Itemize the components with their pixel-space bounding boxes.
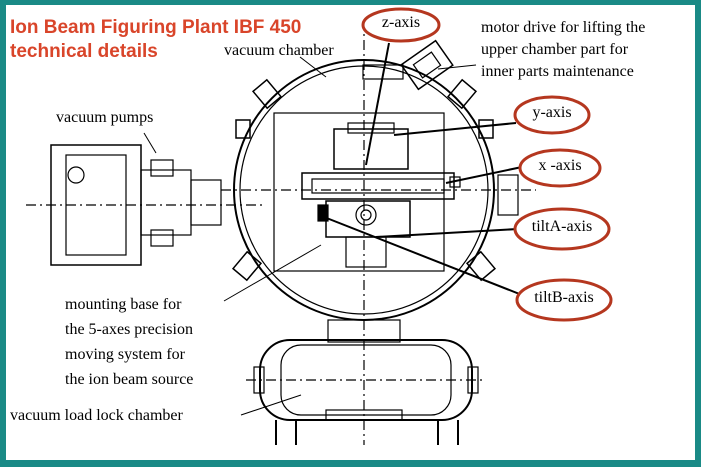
stage-y <box>333 128 409 170</box>
tiltA-axis-ellipse <box>513 207 611 251</box>
label-motor-line-2: upper chamber part for <box>481 41 629 58</box>
title-line-1: Ion Beam Figuring Plant IBF 450 <box>10 17 302 38</box>
right-port <box>497 174 519 216</box>
mounting-base-plate <box>273 112 445 272</box>
tiltB-axis-leader <box>323 216 523 296</box>
title-line-2: technical details <box>10 41 158 62</box>
ion-source <box>355 204 377 226</box>
label-mount-line-1: mounting base for <box>65 296 182 313</box>
x-axis-leader <box>445 166 523 184</box>
label-mount-line-3: moving system for <box>65 346 185 363</box>
axis-label-tiltA: tiltA-axis <box>531 218 593 235</box>
label-load-lock: vacuum load lock chamber <box>10 407 183 424</box>
axis-label-y: y-axis <box>532 104 572 121</box>
pump-flange <box>190 179 222 226</box>
motor-drive-box <box>400 39 454 91</box>
flange-bolts <box>231 78 497 282</box>
axis-label-z: z-axis <box>381 14 421 31</box>
tiltB-axis-ellipse <box>515 278 613 322</box>
callout-leaders <box>323 42 523 296</box>
stage-x <box>301 172 455 200</box>
z-axis-ellipse <box>361 7 441 43</box>
label-motor-line-1: motor drive for lifting the <box>481 19 646 36</box>
axis-label-x: x -axis <box>538 157 582 174</box>
label-mount-line-4: the ion beam source <box>65 371 194 388</box>
y-axis-leader <box>393 122 517 136</box>
axis-label-tiltB: tiltB-axis <box>534 289 594 306</box>
label-vacuum-pumps: vacuum pumps <box>56 109 154 126</box>
y-axis-ellipse <box>513 95 591 135</box>
tiltA-axis-leader <box>375 228 519 238</box>
pump-valve <box>140 169 192 236</box>
plant-drawing <box>26 7 613 445</box>
label-mount-line-2: the 5-axes precision <box>65 321 193 338</box>
chamber-neck <box>327 319 401 343</box>
label-vacuum-chamber: vacuum chamber <box>224 42 334 59</box>
z-axis-leader <box>365 42 390 166</box>
label-leaders <box>143 56 477 416</box>
x-axis-ellipse <box>518 148 602 188</box>
label-motor-line-3: inner parts maintenance <box>481 63 634 80</box>
diagram-panel: Ion Beam Figuring Plant IBF 450 technica… <box>6 5 695 460</box>
